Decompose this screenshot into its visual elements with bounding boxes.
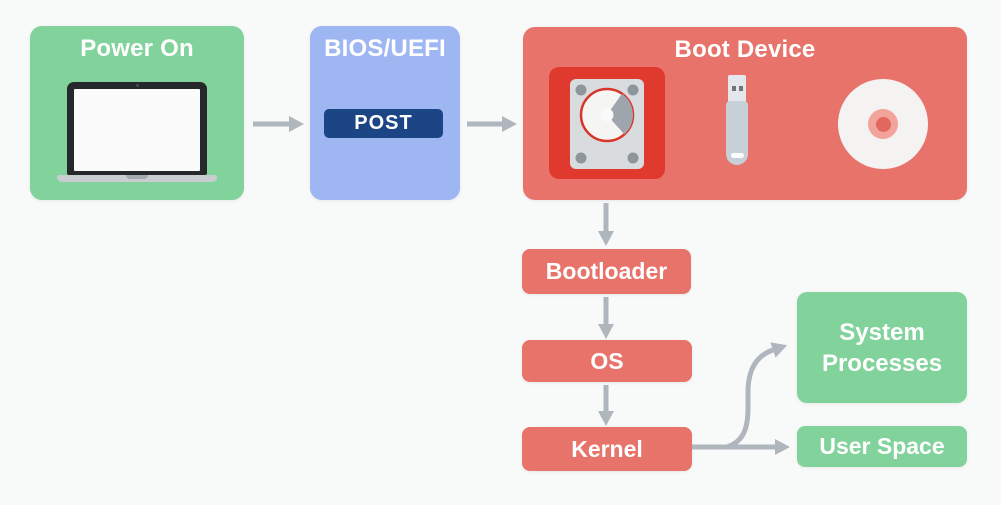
bootloader-label: Bootloader: [545, 258, 668, 284]
disc-hub: [868, 109, 898, 139]
laptop-base: [57, 175, 217, 182]
bios-uefi-label: BIOS/UEFI: [324, 35, 446, 62]
power-on-label: Power On: [80, 35, 194, 62]
node-system-processes: System Processes: [797, 292, 967, 403]
optical-disc-icon: [838, 79, 928, 169]
user-space-label: User Space: [819, 433, 945, 459]
usb-drive-icon: [725, 75, 749, 167]
usb-pin: [739, 86, 743, 91]
usb-lanyard-hole: [730, 153, 744, 158]
disc-center-hole: [875, 116, 891, 132]
hard-drive-highlight: [549, 67, 665, 179]
laptop-notch: [126, 175, 148, 179]
post-badge: POST: [324, 109, 443, 138]
node-bootloader: Bootloader: [522, 249, 691, 294]
node-bios-uefi: BIOS/UEFI POST: [310, 26, 460, 200]
usb-pin: [732, 86, 736, 91]
node-power-on: Power On: [30, 26, 244, 200]
arrow-kernel-to-systemprocesses: [726, 342, 788, 450]
node-user-space: User Space: [797, 426, 967, 467]
node-kernel: Kernel: [522, 427, 692, 471]
hard-drive-icon: [570, 79, 644, 169]
laptop-display: [74, 89, 200, 171]
node-os: OS: [522, 340, 692, 382]
usb-connector: [728, 75, 746, 103]
boot-device-label: Boot Device: [674, 36, 816, 63]
laptop-screen: [67, 82, 207, 175]
laptop-camera-dot: [136, 84, 139, 87]
os-label: OS: [590, 347, 624, 374]
system-processes-label: System Processes: [821, 318, 943, 377]
kernel-label: Kernel: [571, 435, 643, 462]
laptop-icon: [30, 26, 244, 200]
usb-body: [726, 101, 748, 165]
node-boot-device: Boot Device: [523, 27, 967, 200]
